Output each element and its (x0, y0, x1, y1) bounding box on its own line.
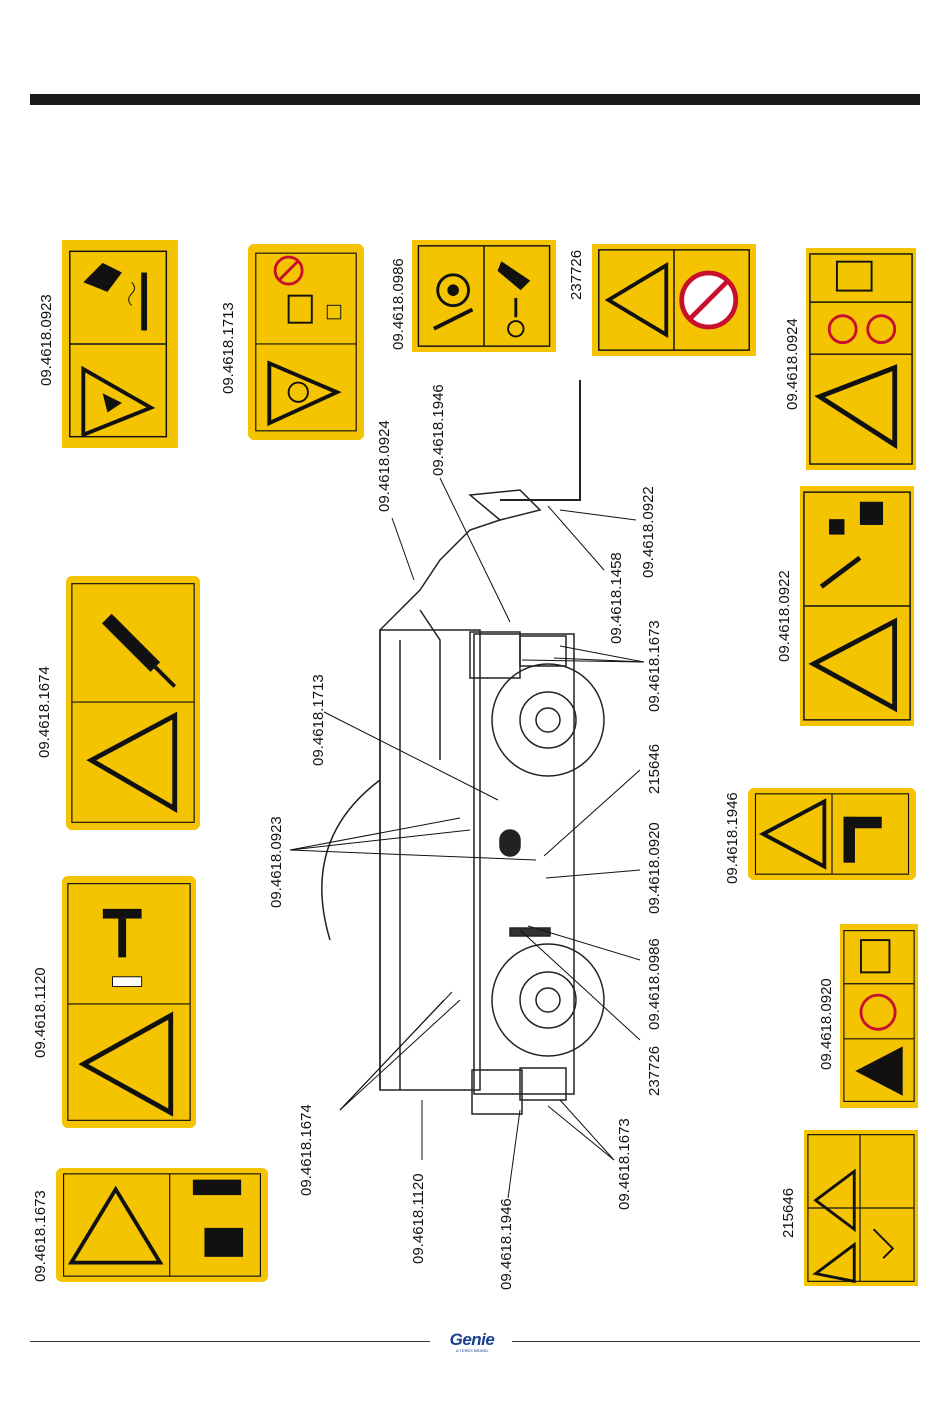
brand-name: Genie (449, 1330, 495, 1349)
brand-tagline: A TEREX BRAND (456, 1348, 488, 1353)
callout-0920: 09.4618.0920 (646, 822, 663, 914)
label-1713: 09.4618.1713 (220, 302, 237, 394)
label-237726: 237726 (568, 249, 585, 300)
footer-rule-left (30, 1341, 430, 1342)
crush-hand-icon (497, 261, 531, 338)
callout-1674: 09.4618.1674 (298, 1104, 315, 1196)
label-1120: 09.4618.1120 (32, 967, 49, 1058)
decal-0986 (412, 240, 556, 352)
person-clearance-icon (102, 908, 143, 987)
decal-215646 (804, 1130, 918, 1286)
callout-1120: 09.4618.1120 (410, 1173, 427, 1264)
label-215646: 215646 (780, 1187, 797, 1238)
decal-1946 (748, 788, 916, 880)
tire-pressure-icon (843, 816, 882, 863)
pressurized-cylinder-icon (102, 613, 177, 688)
label-0920: 09.4618.0920 (818, 978, 835, 1070)
label-1946: 09.4618.1946 (724, 792, 741, 884)
decal-0924 (806, 248, 916, 470)
label-0924: 09.4618.0924 (784, 318, 801, 410)
label-0923: 09.4618.0923 (38, 294, 55, 386)
chassis (473, 633, 575, 1095)
decal-237726 (592, 244, 756, 356)
label-1674: 09.4618.1674 (36, 666, 53, 758)
falling-load-icon (819, 501, 884, 589)
label-0986: 09.4618.0986 (390, 258, 407, 350)
callout-1458: 09.4618.1458 (608, 552, 625, 644)
rotating-roller-icon (432, 273, 474, 331)
rear-wheel (491, 943, 605, 1057)
alert-triangle-icon (81, 365, 156, 438)
callout-1946-bottom: 09.4618.1946 (498, 1198, 515, 1290)
manual-read-icon (835, 260, 873, 292)
footer-rule-right (512, 1341, 920, 1342)
electrocution-icon (872, 1228, 895, 1259)
no-fire-icon (273, 255, 304, 286)
decal-1120 (62, 876, 196, 1128)
callout-1673-bottom: 09.4618.1673 (616, 1118, 633, 1210)
alert-triangle-icon (855, 1046, 903, 1096)
top-rule (30, 94, 920, 105)
callout-237726: 237726 (646, 1045, 663, 1096)
decal-0922 (800, 486, 914, 726)
label-0922: 09.4618.0922 (776, 570, 793, 662)
callout-1673-top: 09.4618.1673 (646, 620, 663, 712)
label-1673: 09.4618.1673 (32, 1190, 49, 1282)
callout-0924: 09.4618.0924 (376, 420, 393, 512)
decal-0923 (62, 240, 178, 448)
callout-1946: 09.4618.1946 (430, 384, 447, 476)
callout-0986: 09.4618.0986 (646, 938, 663, 1030)
decal-0920 (840, 924, 918, 1108)
decal-0923-art (69, 250, 168, 438)
front-wheel (491, 663, 605, 777)
explosion-battery-icon (287, 294, 342, 324)
callout-215646: 215646 (646, 743, 663, 794)
hand-hot-surface-icon (83, 262, 148, 331)
callout-0922: 09.4618.0922 (640, 486, 657, 578)
decal-1673 (56, 1168, 268, 1282)
callout-1713: 09.4618.1713 (310, 674, 327, 766)
decal-1713 (248, 244, 364, 440)
callout-0923: 09.4618.0923 (268, 816, 285, 908)
genie-logo: Genie A TEREX BRAND (440, 1330, 504, 1353)
decal-1674 (66, 576, 200, 830)
